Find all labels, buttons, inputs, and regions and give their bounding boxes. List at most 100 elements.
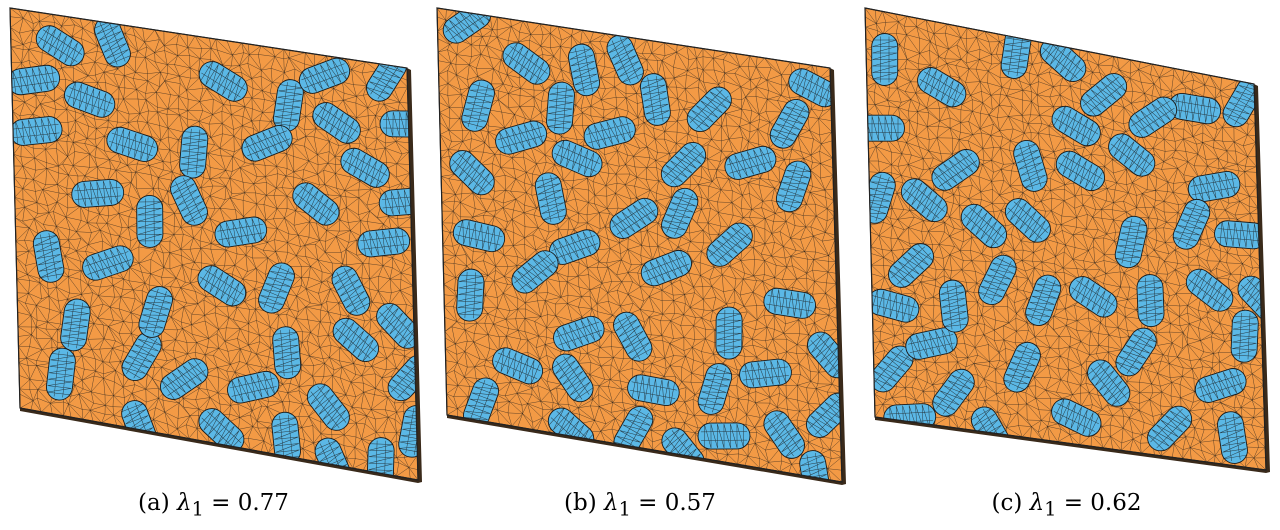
inclusion [938,279,969,333]
inclusion [1128,96,1178,139]
inclusion [227,370,280,404]
inclusion [456,268,485,322]
inclusion [1237,275,1266,322]
caption-equals: = [1056,490,1091,516]
caption-symbol: λ [1029,490,1045,516]
inclusion [1108,133,1156,177]
inclusion [1187,171,1241,203]
inclusion [379,110,418,138]
inclusion [298,57,351,94]
inclusion [82,245,134,281]
inclusion [867,288,920,323]
inclusion [340,147,390,189]
inclusion [461,79,495,132]
caption-equals: = [630,490,665,516]
inclusion [1068,275,1118,318]
inclusion [568,43,600,97]
inclusion [660,187,699,239]
inclusion [551,353,594,403]
inclusion [35,25,85,67]
inclusion [1080,72,1128,117]
caption-letter: (c) [991,490,1023,516]
inclusion [71,178,125,208]
plate-outline [9,7,419,481]
inclusion [387,354,418,402]
mesh-layer [437,8,842,482]
inclusion [292,182,340,226]
inclusion [551,139,603,178]
inclusion [553,315,605,352]
mesh-view-b [436,7,846,485]
mesh-view-a [9,7,422,483]
caption-value: 0.77 [237,490,289,516]
inclusion [932,368,975,417]
inclusion [640,249,692,287]
inclusion [1172,198,1211,250]
caption-b: (b) λ1 = 0.57 [427,490,853,521]
inclusion [900,178,948,223]
inclusion [606,34,645,86]
inclusion [583,116,636,150]
inclusion [548,229,601,265]
inclusion [160,358,209,401]
inclusion [724,145,777,180]
mesh-view-c [864,7,1270,473]
inclusion [883,403,937,432]
inclusion [106,126,158,163]
inclusion [257,262,296,314]
inclusion [198,408,245,453]
inclusion [1230,309,1259,363]
caption-letter: (b) [564,490,597,516]
inclusion [775,160,812,213]
inclusion [241,124,293,162]
inclusion [492,347,544,385]
inclusion [63,81,116,118]
caption-subscript: 1 [1044,497,1057,521]
inclusion [1025,274,1062,326]
inclusion [1114,215,1148,269]
inclusion [366,437,395,480]
caption-equals: = [203,490,238,516]
inclusion [960,203,1008,249]
inclusion [449,150,495,196]
inclusion [93,16,132,68]
inclusion [306,383,351,431]
mesh-layer [865,8,1266,470]
caption-symbol: λ [177,490,192,516]
inclusion [763,410,806,459]
inclusion [612,311,653,362]
inclusion [917,66,967,108]
inclusion [627,374,680,407]
inclusion [462,377,500,429]
inclusion [660,141,707,188]
inclusion [502,42,551,85]
inclusion [1115,327,1158,377]
inclusion [378,187,418,217]
inclusion [1051,398,1102,438]
inclusion [1217,411,1248,464]
inclusion [10,64,61,96]
inclusion [534,172,567,225]
inclusion [1147,405,1193,452]
caption-value: 0.57 [664,490,716,516]
inclusion [931,148,980,191]
panel-c: (c) λ1 = 0.62 [853,0,1280,530]
inclusion [1004,198,1051,243]
inclusion [1194,368,1247,403]
inclusion [332,317,379,362]
inclusion [763,287,816,319]
plate-outline [436,7,843,483]
caption-subscript: 1 [191,497,204,521]
caption-value: 0.62 [1090,490,1142,516]
inclusion [138,286,173,338]
panel-b: (b) λ1 = 0.57 [427,0,853,530]
panel-a: (a) λ1 = 0.77 [0,0,427,530]
inclusion [1136,274,1165,328]
inclusion [697,422,751,450]
inclusion [1051,105,1101,147]
inclusion [197,264,247,307]
caption-subscript: 1 [618,497,631,521]
inclusion [739,358,792,389]
caption-c: (c) λ1 = 0.62 [853,490,1280,521]
inclusion [686,86,732,133]
